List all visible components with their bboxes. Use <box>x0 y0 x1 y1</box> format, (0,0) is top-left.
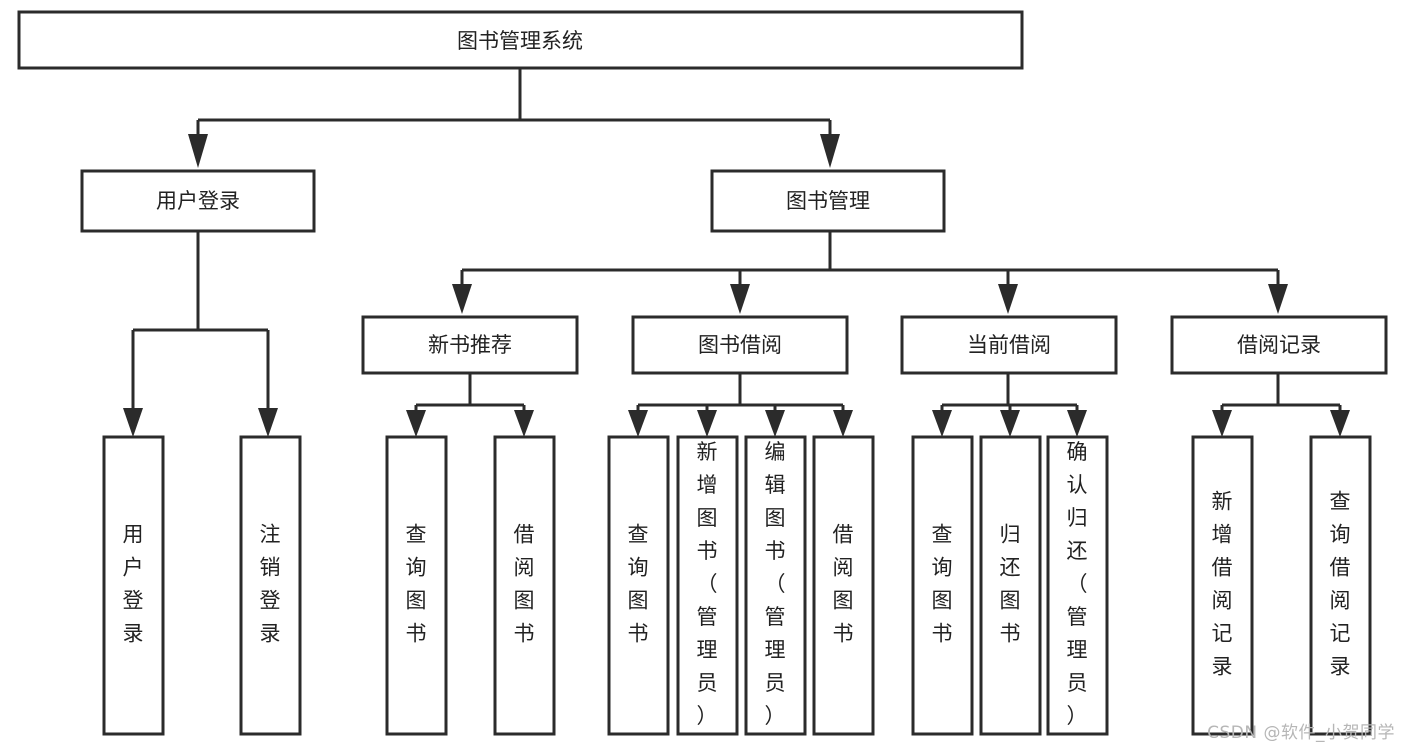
leaf-node[interactable]: 用户登录 <box>102 435 165 736</box>
arrow-icon-newbook-leaf-2 <box>514 410 534 437</box>
node-new-book-recommend[interactable]: 新书推荐 <box>361 315 579 375</box>
leaf-box-add-record[interactable] <box>1191 435 1254 736</box>
node-current-borrow-box[interactable] <box>900 315 1118 375</box>
node-book-borrow[interactable]: 图书借阅 <box>631 315 849 375</box>
leaf-box-query-book-1[interactable] <box>385 435 448 736</box>
leaf-node[interactable]: 查询图书 <box>911 435 974 736</box>
leaf-box-return-book[interactable] <box>979 435 1042 736</box>
leaf-label-query-book-3: 查询图书 <box>932 523 953 646</box>
node-new-book-recommend-box[interactable] <box>361 315 579 375</box>
connector-group-root <box>188 68 840 168</box>
connector-group-borrow-record <box>1212 374 1350 437</box>
leaf-box-borrow-book-2[interactable] <box>812 435 875 736</box>
leaf-box-query-record[interactable] <box>1309 435 1372 736</box>
node-user-login[interactable]: 用户登录 <box>80 169 316 233</box>
leaf-box-borrow-book-1[interactable] <box>493 435 556 736</box>
leaf-box-confirm-return[interactable] <box>1046 435 1109 736</box>
node-book-borrow-box[interactable] <box>631 315 849 375</box>
connector-group-current-borrow <box>932 374 1087 437</box>
arrow-icon-bookmgmt-to-current <box>998 284 1018 314</box>
node-new-book-recommend-label: 新书推荐 <box>428 333 512 357</box>
leaf-label-add-book: 新增图书（管理员） <box>697 440 718 728</box>
arrow-icon-currentborrow-leaf-3 <box>1067 410 1087 437</box>
leaf-box-query-book-2[interactable] <box>607 435 670 736</box>
arrow-icon-root-to-user-login <box>188 134 208 168</box>
arrow-icon-borrowrecord-leaf-2 <box>1330 410 1350 437</box>
node-borrow-record-box[interactable] <box>1170 315 1388 375</box>
leaf-label-return-book: 归还图书 <box>1000 523 1021 646</box>
connector-group-book-borrow <box>628 374 853 437</box>
leaf-label-borrow-book-1: 借阅图书 <box>514 523 535 646</box>
connector-group-user-login <box>123 232 278 437</box>
arrow-icon-bookmgmt-to-new-book <box>452 284 472 314</box>
arrow-icon-userlogin-leaf-2 <box>258 408 278 437</box>
leaf-box-user-login[interactable] <box>102 435 165 736</box>
arrow-icon-borrowrecord-leaf-1 <box>1212 410 1232 437</box>
leaf-node[interactable]: 新增借阅记录 <box>1191 435 1254 736</box>
leaf-label-logout: 注销登录 <box>260 523 281 646</box>
node-user-login-box[interactable] <box>80 169 316 233</box>
leaf-label-edit-book: 编辑图书（管理员） <box>765 440 786 728</box>
leaf-box-add-book[interactable] <box>676 435 739 736</box>
arrow-icon-bookborrow-leaf-3 <box>765 410 785 437</box>
node-book-borrow-label: 图书借阅 <box>698 333 782 357</box>
arrow-icon-root-to-book-mgmt <box>820 134 840 168</box>
leaf-node[interactable]: 新增图书（管理员） <box>676 435 739 736</box>
arrow-icon-bookborrow-leaf-4 <box>833 410 853 437</box>
node-book-management-label: 图书管理 <box>786 189 870 213</box>
leaf-box-query-book-3[interactable] <box>911 435 974 736</box>
leaf-label-confirm-return: 确认归还（管理员） <box>1067 440 1088 728</box>
arrow-icon-bookmgmt-to-record <box>1268 284 1288 314</box>
arrow-icon-bookborrow-leaf-2 <box>697 410 717 437</box>
leaf-node[interactable]: 查询图书 <box>607 435 670 736</box>
arrow-icon-userlogin-leaf-1 <box>123 408 143 437</box>
node-user-login-label: 用户登录 <box>156 189 240 213</box>
node-book-management-box[interactable] <box>710 169 946 233</box>
node-book-management[interactable]: 图书管理 <box>710 169 946 233</box>
arrow-icon-currentborrow-leaf-1 <box>932 410 952 437</box>
leaf-node[interactable]: 借阅图书 <box>493 435 556 736</box>
leaf-node[interactable]: 确认归还（管理员） <box>1046 435 1109 736</box>
leaf-node[interactable]: 归还图书 <box>979 435 1042 736</box>
arrow-icon-bookmgmt-to-borrow <box>730 284 750 314</box>
leaf-node[interactable]: 编辑图书（管理员） <box>744 435 807 736</box>
node-root[interactable]: 图书管理系统 <box>17 10 1024 70</box>
node-root-label: 图书管理系统 <box>457 29 583 53</box>
leaf-label-query-book-2: 查询图书 <box>628 523 649 646</box>
leaf-label-user-login: 用户登录 <box>123 523 144 646</box>
leaf-node[interactable]: 注销登录 <box>239 435 302 736</box>
arrow-icon-currentborrow-leaf-2 <box>1000 410 1020 437</box>
connector-group-new-book <box>406 374 534 437</box>
leaf-label-query-book-1: 查询图书 <box>406 523 427 646</box>
csdn-watermark: CSDN @软件_小贺同学 <box>1207 723 1395 743</box>
leaf-node[interactable]: 查询图书 <box>385 435 448 736</box>
leaf-node[interactable]: 借阅图书 <box>812 435 875 736</box>
node-current-borrow[interactable]: 当前借阅 <box>900 315 1118 375</box>
leaf-box-logout[interactable] <box>239 435 302 736</box>
leaf-label-add-record: 新增借阅记录 <box>1212 490 1233 679</box>
node-borrow-record-label: 借阅记录 <box>1237 333 1321 357</box>
node-borrow-record[interactable]: 借阅记录 <box>1170 315 1388 375</box>
leaf-label-borrow-book-2: 借阅图书 <box>833 523 854 646</box>
connector-group-book-mgmt <box>452 232 1288 314</box>
leaf-node[interactable]: 查询借阅记录 <box>1309 435 1372 736</box>
leaf-box-edit-book[interactable] <box>744 435 807 736</box>
leaf-label-query-record: 查询借阅记录 <box>1330 490 1351 679</box>
node-current-borrow-label: 当前借阅 <box>967 333 1051 357</box>
node-root-box[interactable] <box>17 10 1024 70</box>
arrow-icon-newbook-leaf-1 <box>406 410 426 437</box>
arrow-icon-bookborrow-leaf-1 <box>628 410 648 437</box>
